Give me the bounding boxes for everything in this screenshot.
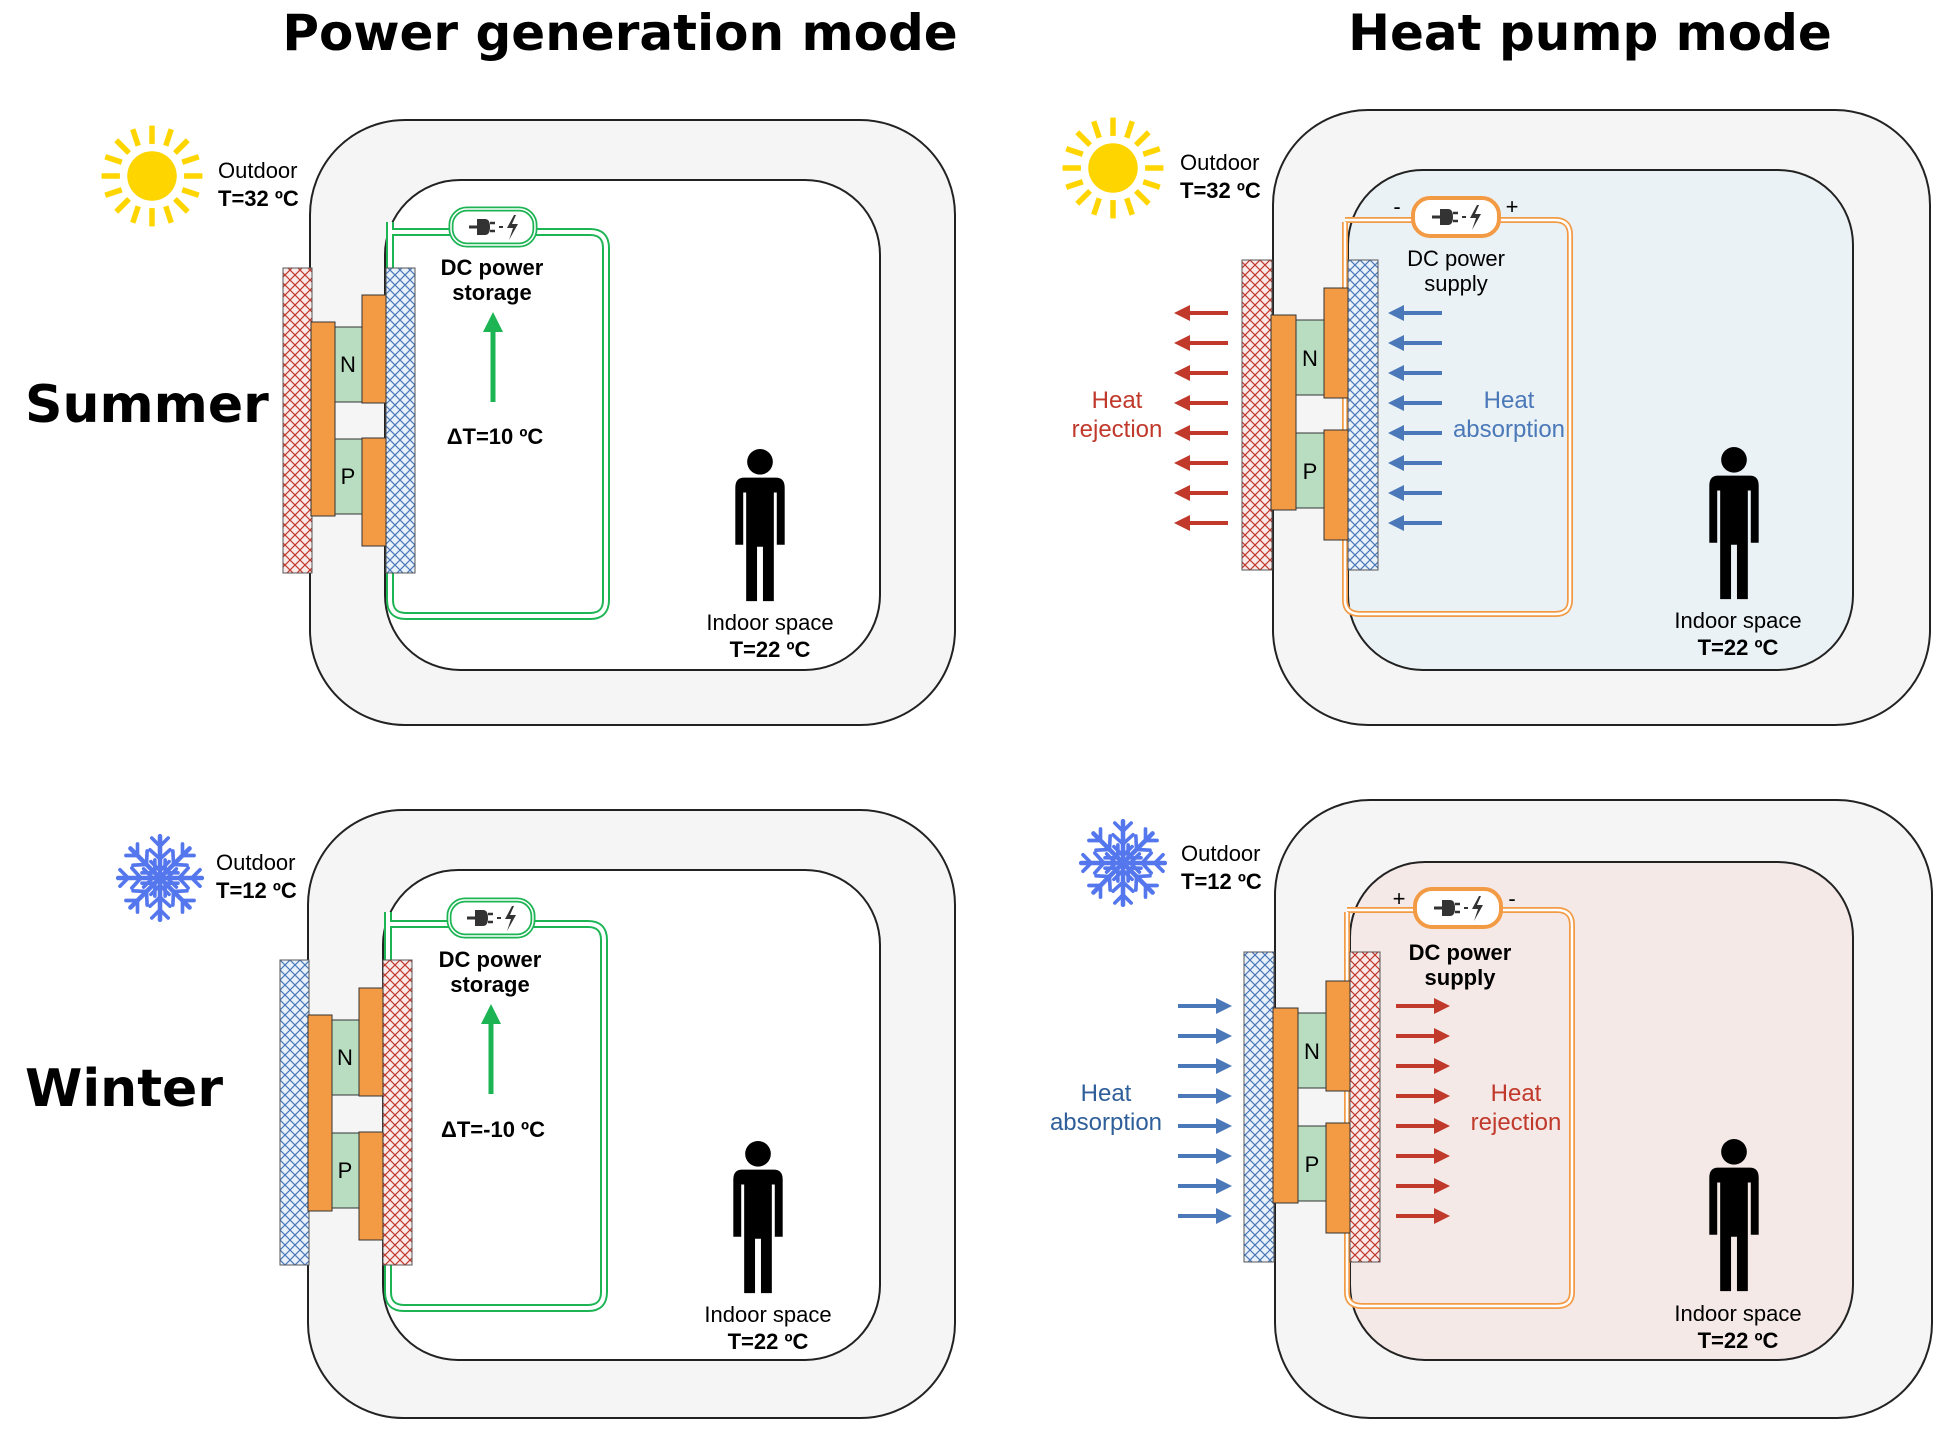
thermoelectric-plate-inner-top bbox=[1323, 287, 1349, 399]
thermoelectric-plate-outer bbox=[307, 1014, 333, 1212]
plus-terminal: + bbox=[1506, 194, 1519, 219]
indoor-temperature: T=22 ºC bbox=[728, 1329, 809, 1354]
indoor-space-label: Indoor space bbox=[704, 1302, 831, 1327]
heat-absorption-label-2: absorption bbox=[1050, 1109, 1162, 1136]
heat-rejection-arrows bbox=[1174, 305, 1228, 531]
n-label: N bbox=[1304, 1039, 1320, 1064]
indoor-space-heated bbox=[1349, 861, 1854, 1361]
n-label: N bbox=[337, 1045, 353, 1070]
dc-power-label: DC power bbox=[439, 947, 542, 972]
n-type-leg bbox=[331, 1019, 360, 1096]
indoor-space bbox=[382, 869, 881, 1361]
thermoelectric-plate-inner-top bbox=[361, 294, 387, 404]
season-summer-label: Summer bbox=[25, 375, 269, 435]
outdoor-temperature: T=12 ºC bbox=[1181, 869, 1262, 894]
outdoor-temperature: T=32 ºC bbox=[218, 186, 299, 211]
panel-winter-power-generation: Outdoor T=12 ºC N P DC power storage ΔT=… bbox=[118, 809, 956, 1419]
thermoelectric-plate-inner-top bbox=[358, 987, 384, 1097]
dc-power-label: DC power bbox=[1407, 246, 1505, 271]
cold-side-heat-exchanger bbox=[385, 267, 416, 574]
hot-side-heat-exchanger bbox=[1241, 259, 1273, 571]
hot-side-heat-exchanger bbox=[382, 959, 413, 1266]
outdoor-label: Outdoor bbox=[1181, 841, 1261, 866]
dc-power-label: DC power bbox=[1409, 940, 1512, 965]
outdoor-temperature: T=12 ºC bbox=[216, 878, 297, 903]
p-label: P bbox=[338, 1158, 353, 1183]
p-label: P bbox=[1305, 1152, 1320, 1177]
thermoelectric-plate-inner-bottom bbox=[1323, 429, 1349, 541]
heat-rejection-label-2: rejection bbox=[1072, 416, 1163, 443]
sun-icon bbox=[1063, 118, 1164, 219]
cold-side-heat-exchanger bbox=[1243, 951, 1275, 1263]
n-type-leg bbox=[1295, 319, 1325, 396]
hot-side-heat-exchanger bbox=[282, 267, 313, 574]
indoor-space-label: Indoor space bbox=[706, 610, 833, 635]
heat-absorption-label: Heat bbox=[1081, 1080, 1132, 1107]
outdoor-temperature: T=32 ºC bbox=[1180, 178, 1261, 203]
sun-icon bbox=[102, 126, 203, 227]
outdoor-label: Outdoor bbox=[1180, 150, 1260, 175]
minus-terminal: - bbox=[1508, 886, 1515, 911]
supply-label: supply bbox=[1425, 965, 1497, 990]
outdoor-label: Outdoor bbox=[216, 850, 296, 875]
panel-summer-power-generation: Outdoor T=32 ºC N P DC power storage ΔT=… bbox=[102, 119, 956, 726]
minus-terminal: - bbox=[1393, 194, 1400, 219]
thermoelectric-plate-inner-bottom bbox=[1325, 1122, 1351, 1234]
cold-side-heat-exchanger bbox=[279, 959, 310, 1266]
indoor-temperature: T=22 ºC bbox=[1698, 635, 1779, 660]
delta-t-label: ΔT=-10 ºC bbox=[441, 1117, 545, 1142]
heat-absorption-label-2: absorption bbox=[1453, 416, 1565, 443]
indoor-space-label: Indoor space bbox=[1674, 608, 1801, 633]
thermoelectric-plate-outer bbox=[1270, 314, 1297, 511]
indoor-temperature: T=22 ºC bbox=[730, 637, 811, 662]
hot-side-heat-exchanger bbox=[1349, 951, 1381, 1263]
heat-rejection-label: Heat bbox=[1092, 387, 1143, 414]
heat-absorption-label: Heat bbox=[1484, 387, 1535, 414]
header-power-generation: Power generation mode bbox=[282, 4, 957, 62]
header-heat-pump: Heat pump mode bbox=[1348, 4, 1832, 62]
thermoelectric-plate-inner-top bbox=[1325, 980, 1351, 1092]
heat-rejection-label-2: rejection bbox=[1471, 1109, 1562, 1136]
panel-winter-heat-pump: Outdoor T=12 ºC N P + - DC power supply bbox=[1050, 799, 1933, 1419]
dc-supply-connector bbox=[1411, 196, 1501, 238]
heat-absorption-arrows bbox=[1388, 305, 1442, 531]
cold-side-heat-exchanger bbox=[1347, 259, 1379, 571]
supply-label: supply bbox=[1424, 271, 1488, 296]
thermoelectric-plate-outer bbox=[310, 321, 336, 517]
thermoelectric-plate-inner-bottom bbox=[361, 437, 387, 547]
storage-label: storage bbox=[452, 280, 531, 305]
storage-label: storage bbox=[450, 972, 529, 997]
heat-absorption-arrows bbox=[1178, 998, 1232, 1224]
season-winter-label: Winter bbox=[25, 1059, 223, 1119]
n-label: N bbox=[340, 352, 356, 377]
snowflake-icon bbox=[118, 836, 202, 920]
thermoelectric-plate-inner-bottom bbox=[358, 1131, 384, 1241]
heat-rejection-label: Heat bbox=[1491, 1080, 1542, 1107]
heat-rejection-arrows bbox=[1396, 998, 1450, 1224]
indoor-space-cooled bbox=[1347, 169, 1854, 671]
indoor-temperature: T=22 ºC bbox=[1698, 1328, 1779, 1353]
dc-power-label: DC power bbox=[441, 255, 544, 280]
thermoelectric-plate-outer bbox=[1272, 1007, 1299, 1204]
n-label: N bbox=[1302, 346, 1318, 371]
panel-summer-heat-pump: Outdoor T=32 ºC N P - + DC power supply bbox=[1063, 109, 1931, 726]
indoor-space-label: Indoor space bbox=[1674, 1301, 1801, 1326]
dc-storage-connector bbox=[446, 897, 536, 939]
dc-supply-connector bbox=[1413, 887, 1503, 929]
outdoor-label: Outdoor bbox=[218, 158, 298, 183]
p-label: P bbox=[1303, 459, 1318, 484]
dc-storage-connector bbox=[448, 206, 538, 248]
plus-terminal: + bbox=[1393, 886, 1406, 911]
p-type-leg bbox=[1295, 432, 1325, 509]
p-label: P bbox=[341, 464, 356, 489]
snowflake-icon bbox=[1081, 821, 1165, 905]
delta-t-label: ΔT=10 ºC bbox=[447, 424, 544, 449]
